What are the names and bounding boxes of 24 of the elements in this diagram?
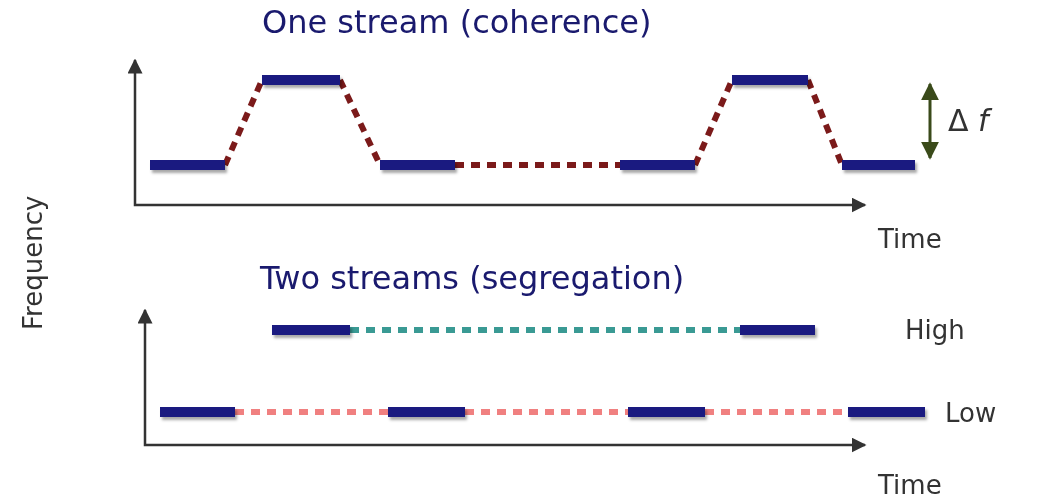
dashed-line <box>235 409 388 415</box>
panel-title: One stream (coherence) <box>262 6 652 38</box>
tone-bar <box>740 325 815 335</box>
dashed-line <box>465 409 628 415</box>
tone-bar <box>272 325 350 335</box>
tone-bar <box>150 160 225 170</box>
tone-bar <box>380 160 455 170</box>
dashed-line <box>455 162 620 168</box>
tone-bar <box>160 407 235 417</box>
dashed-line <box>350 327 740 333</box>
axis-label: Frequency <box>20 195 46 330</box>
panel-title: Two streams (segregation) <box>260 262 685 294</box>
axis-label: Time <box>878 472 942 498</box>
stream-label: Low <box>945 400 997 426</box>
axis-label: Time <box>878 226 942 252</box>
tone-bar <box>732 75 808 85</box>
dashed-line <box>805 78 845 167</box>
stream-label: High <box>905 317 965 343</box>
tone-bar <box>842 160 915 170</box>
tone-bar <box>628 407 705 417</box>
tone-bar <box>848 407 925 417</box>
tone-bar <box>262 75 340 85</box>
tone-bar <box>620 160 695 170</box>
tone-bar <box>388 407 465 417</box>
